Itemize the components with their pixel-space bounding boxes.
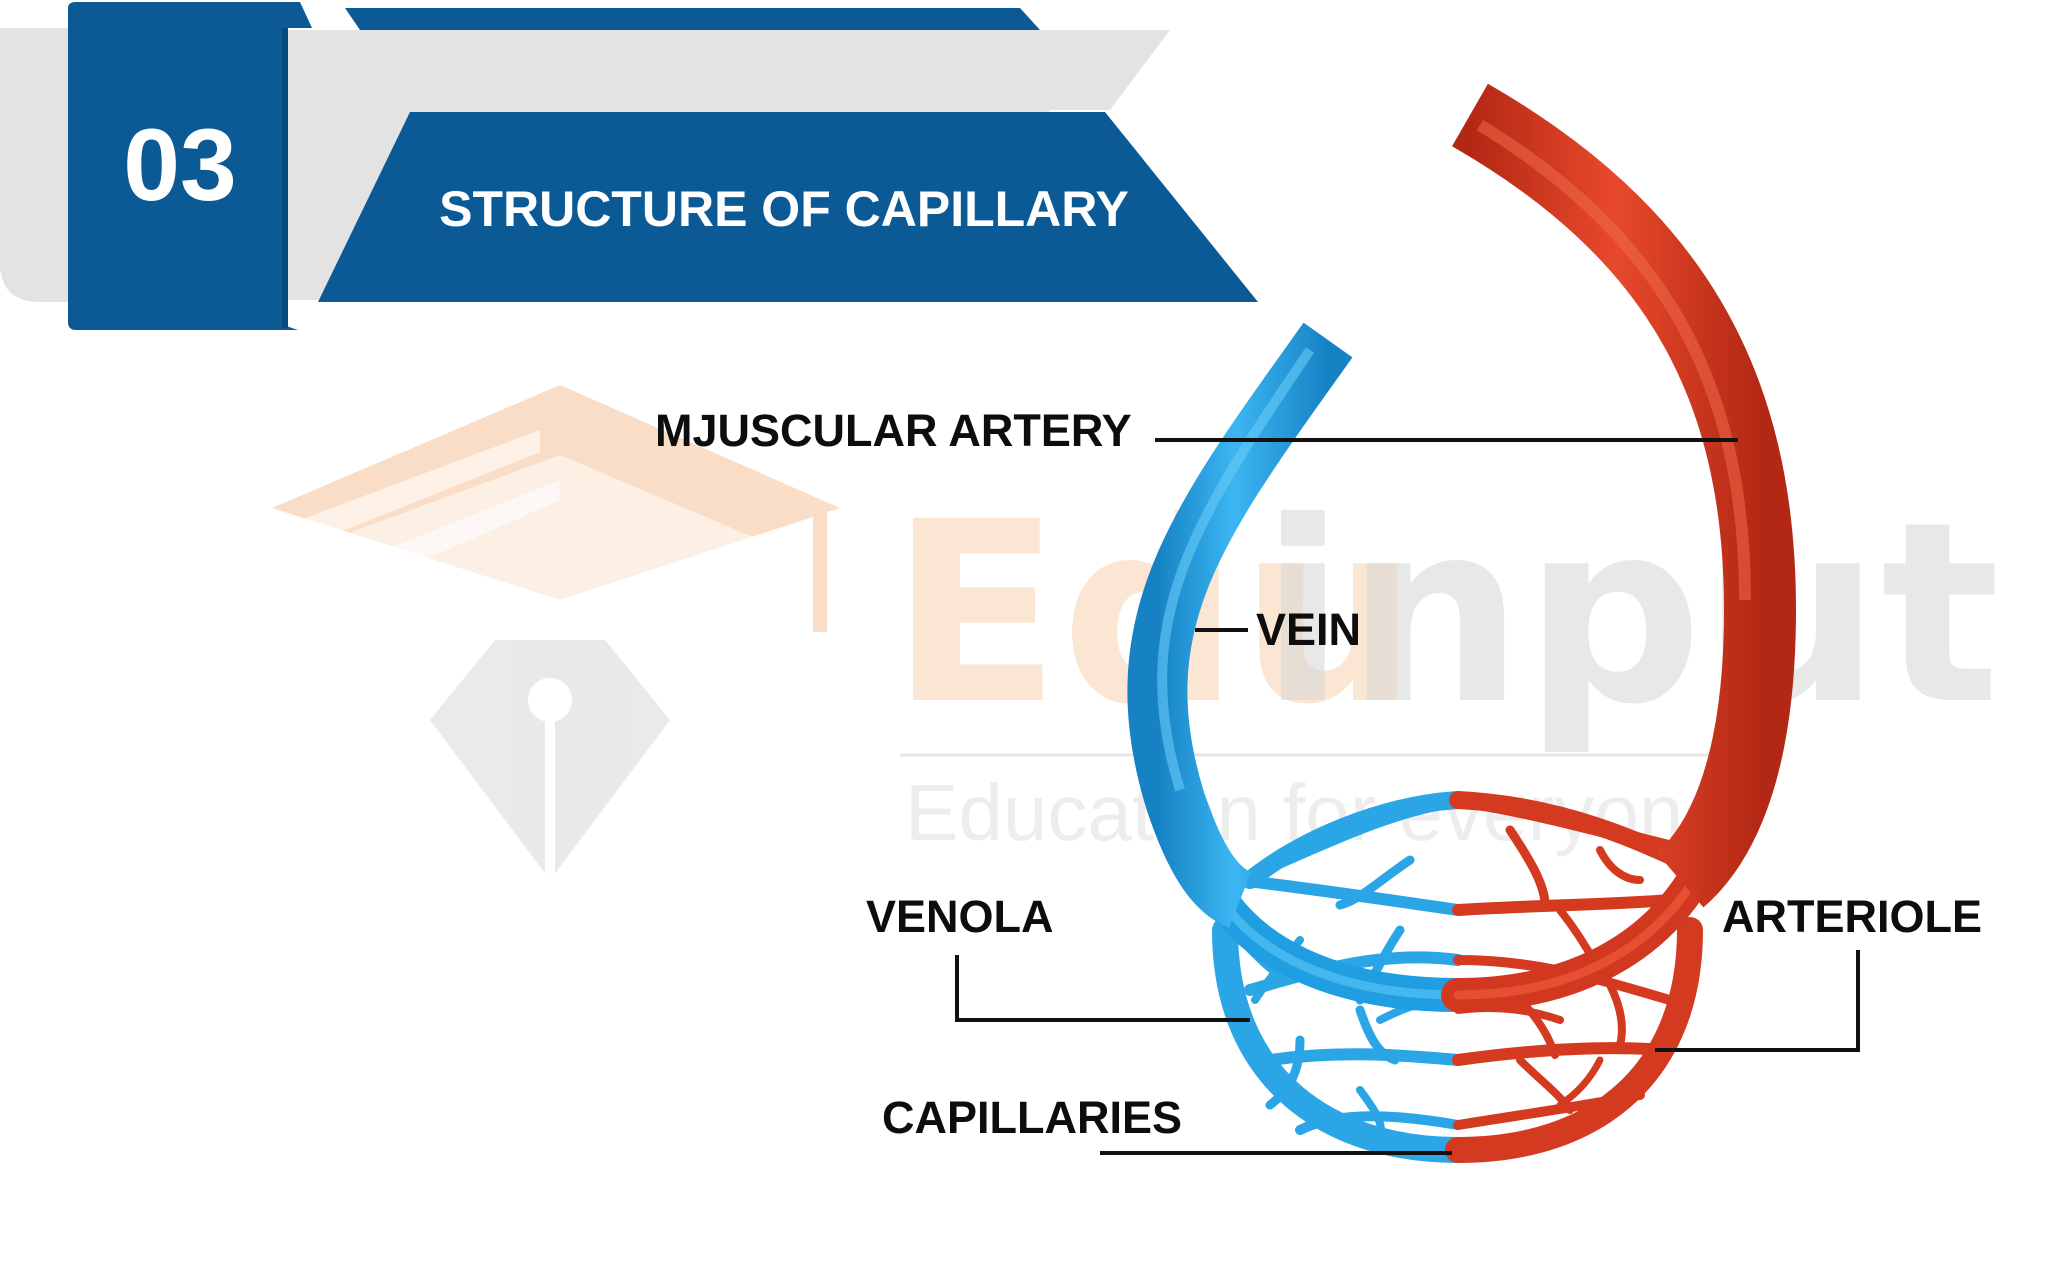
header-number: 03: [123, 108, 236, 222]
muscular-artery: [1452, 83, 1797, 908]
arteriole-outer-loop: [1445, 917, 1703, 1163]
artery-highlight: [1476, 119, 1751, 601]
header-title-bar: [318, 112, 1258, 302]
header-number-box: [68, 2, 312, 330]
arteriole-label: ARTERIOLE: [1722, 891, 1982, 942]
arteriole-highlight: [1453, 855, 1710, 1000]
artery-label: MJUSCULAR ARTERY: [655, 405, 1132, 456]
header-banner: 03 STRUCTURE OF CAPILLARY: [0, 2, 1258, 330]
venola-label: VENOLA: [866, 891, 1054, 942]
leader-lines: [955, 438, 1860, 1155]
header-ribbon-grey-curl: [0, 28, 70, 302]
vein: [1127, 322, 1353, 928]
graduation-cap-pen-icon: [272, 385, 840, 880]
header-top-stripe: [345, 8, 1040, 30]
header-title: STRUCTURE OF CAPILLARY: [439, 181, 1129, 237]
vein-label: VEIN: [1256, 604, 1361, 655]
vessel-network: [1127, 83, 1797, 1163]
venule-outer-loop: [1212, 917, 1471, 1163]
capillaries-label: CAPILLARIES: [882, 1092, 1182, 1143]
venola-leader-line: [955, 955, 1250, 1022]
arteriole-leader-line: [1655, 950, 1860, 1052]
header-number-box-shadow: [282, 28, 288, 328]
vein-highlight: [1157, 347, 1315, 792]
venule-inner-arch: [1241, 791, 1467, 889]
watermark-brand-input: input: [1260, 468, 2000, 759]
labels: MJUSCULAR ARTERY VEIN VENOLA ARTERIOLE C…: [655, 405, 1982, 1143]
